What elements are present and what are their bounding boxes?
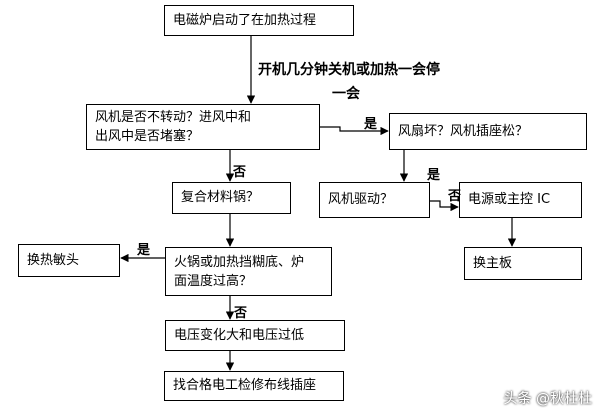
node-temp-check-line2: 面温度过高？ (174, 273, 253, 289)
node-electrician-text: 找合格电工检修布线插座 (173, 378, 317, 393)
node-fan-check-line2: 出风中是否堵塞？ (95, 129, 200, 144)
arrow-fan-check-to-fan-broken (320, 126, 389, 136)
node-fan-check-line1: 风机是否不转动？进风中和 (95, 110, 252, 125)
node-fan-broken: 风扇坏？风机插座松？ (389, 113, 587, 150)
label-yes-fan: 是 (364, 117, 378, 132)
node-power-ic-text: 电源或主控 IC (468, 192, 551, 207)
node-electrician: 找合格电工检修布线插座 (164, 371, 344, 401)
node-fan-drive: 风机驱动？ (319, 182, 430, 218)
node-power-ic: 电源或主控 IC (459, 182, 582, 218)
label-main-line2: 一会 (332, 86, 360, 102)
node-composite-pot: 复合材料锅？ (172, 182, 291, 214)
label-no-voltage: 否 (234, 306, 248, 321)
watermark: 头条 @秋杜杜 (503, 391, 592, 407)
node-fan-broken-text: 风扇坏？风机插座松？ (398, 123, 529, 139)
node-temp-check: 火锅或加热挡糊底、炉 面温度过高？ (165, 247, 332, 296)
node-start: 电磁炉启动了在加热过程 (164, 5, 354, 36)
node-fan-check-text: 风机是否不转动？进风中和 出风中是否堵塞？ (95, 108, 251, 146)
node-fan-check: 风机是否不转动？进风中和 出风中是否堵塞？ (86, 104, 320, 150)
node-temp-check-text: 火锅或加热挡糊底、炉 面温度过高？ (174, 253, 304, 291)
label-main-line1: 开机几分钟关机或加热一会停 (258, 62, 440, 78)
label-yes-sensor: 是 (137, 243, 151, 258)
node-temp-check-line1: 火锅或加热挡糊底、炉 (174, 254, 305, 270)
arrow-fan-drive-to-power-ic (430, 200, 459, 212)
node-replace-sensor: 换热敏头 (18, 244, 120, 277)
node-replace-sensor-text: 换热敏头 (27, 252, 80, 268)
label-no-composite: 否 (233, 165, 247, 180)
node-fan-drive-text: 风机驱动？ (328, 192, 394, 207)
node-start-text: 电磁炉启动了在加热过程 (173, 12, 317, 28)
label-no-ic: 否 (448, 189, 462, 204)
label-main-symptom: 开机几分钟关机或加热一会停 一会 (258, 58, 440, 106)
node-voltage-text: 电压变化大和电压过低 (174, 327, 305, 343)
label-yes-drive: 是 (427, 168, 441, 183)
node-voltage: 电压变化大和电压过低 (165, 320, 345, 351)
node-replace-board-text: 换主板 (473, 255, 513, 271)
node-composite-pot-text: 复合材料锅？ (181, 190, 260, 205)
node-replace-board: 换主板 (464, 247, 582, 280)
